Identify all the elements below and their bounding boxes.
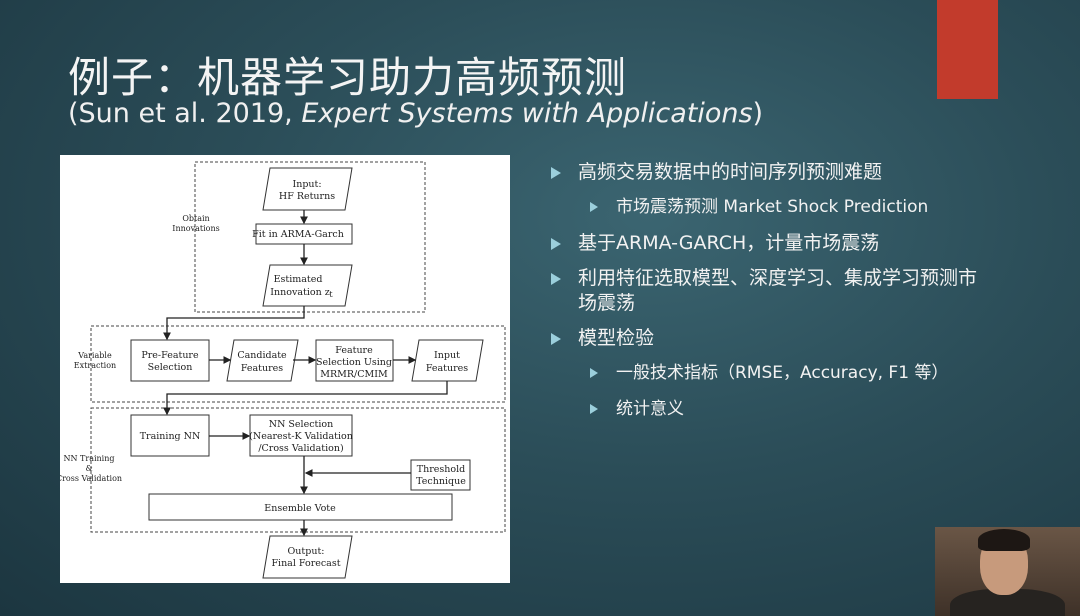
node-text: Features [241,363,283,374]
bullet-triangle-icon [551,167,561,179]
node-candidate-features [226,339,299,382]
bullet-item: 市场震荡预测 Market Shock Prediction [548,195,978,220]
node-text: Pre-Feature [141,350,199,361]
group-label: & [85,464,92,473]
node-subscript: t [329,290,333,299]
node-training-nn [130,414,210,457]
node-text: Training NN [140,431,201,442]
group-label: NN Training [63,454,114,463]
node-input-features [411,339,484,382]
bullet-item: 模型检验 [548,326,978,351]
bullet-text: 一般技术指标（RMSE，Accuracy, F1 等） [616,363,949,383]
accent-bar [937,0,998,99]
subtitle-prefix: (Sun et al. 2019, [68,98,302,129]
node-text: Selection [148,362,193,373]
bullet-item: 基于ARMA-GARCH，计量市场震荡 [548,231,978,256]
node-text: Fit in ARMA-Garch [252,229,344,240]
node-text: MRMR/CMIM [320,369,388,380]
group-label: Extraction [74,361,116,370]
arrow [163,381,448,416]
node-text: HF Returns [279,191,335,202]
node-text: Innovation z [270,287,329,298]
flowchart: Obtain Innovations Variable Extraction N… [60,161,506,579]
node-text: Estimated [274,274,323,285]
group-label: Obtain [182,214,209,223]
node-text: Output: [288,546,325,557]
node-text: Ensemble Vote [264,503,336,514]
bullet-item: 一般技术指标（RMSE，Accuracy, F1 等） [548,361,978,386]
group-nn-training [90,407,506,533]
group-label: Innovations [172,224,219,233]
bullet-list: 高频交易数据中的时间序列预测难题 市场震荡预测 Market Shock Pre… [548,160,978,433]
node-text: Feature [335,345,373,356]
subtitle-journal: Expert Systems with Applications [301,98,753,129]
node-input-hf-returns [262,167,353,211]
bullet-text: 市场震荡预测 Market Shock Prediction [616,197,929,217]
bullet-item: 高频交易数据中的时间序列预测难题 [548,160,978,185]
bullet-triangle-icon [551,333,561,345]
node-feature-selection [315,339,394,382]
node-ensemble-vote [148,493,453,521]
node-text: Selection Using [316,357,392,368]
bullet-triangle-icon [590,404,598,414]
bullet-triangle-icon [551,273,561,285]
bullet-text: 模型检验 [578,327,655,349]
node-text: Threshold [417,464,465,475]
node-text: /Cross Validation) [258,443,343,454]
node-estimated-innovation [262,264,353,307]
bullet-item: 利用特征选取模型、深度学习、集成学习预测市场震荡 [548,266,978,316]
node-nn-selection [249,414,353,457]
bullet-text: 高频交易数据中的时间序列预测难题 [578,161,883,183]
bullet-text: 统计意义 [616,399,684,419]
node-text: Input: [292,179,321,190]
group-variable-extraction [90,325,506,403]
node-text: Features [426,363,468,374]
bullet-text: 基于ARMA-GARCH，计量市场震荡 [578,232,880,254]
bullet-triangle-icon [590,368,598,378]
node-pre-feature-selection [130,339,210,382]
node-text: (Nearest-K Validation [249,431,353,442]
flowchart-figure: Obtain Innovations Variable Extraction N… [60,155,510,583]
node-threshold-technique [410,459,471,491]
bullet-text: 利用特征选取模型、深度学习、集成学习预测市场震荡 [578,267,978,314]
presenter-hair [978,529,1030,551]
bullet-triangle-icon [590,202,598,212]
bullet-triangle-icon [551,238,561,250]
group-obtain-innovations [194,161,426,313]
node-output-final-forecast [262,535,353,579]
slide-subtitle: (Sun et al. 2019, Expert Systems with Ap… [68,98,763,129]
group-label: Cross Validation [60,474,122,483]
node-text: Candidate [237,350,287,361]
arrow [163,306,305,341]
node-text: Final Forecast [271,558,340,569]
bullet-item: 统计意义 [548,397,978,422]
node-text: Technique [416,476,466,487]
node-text: NN Selection [269,419,333,430]
webcam-overlay [935,527,1080,616]
slide-title: 例子：机器学习助力高频预测 [68,53,628,102]
node-text: Input [434,350,460,361]
subtitle-suffix: ) [752,98,764,129]
group-label: Variable [77,351,112,360]
